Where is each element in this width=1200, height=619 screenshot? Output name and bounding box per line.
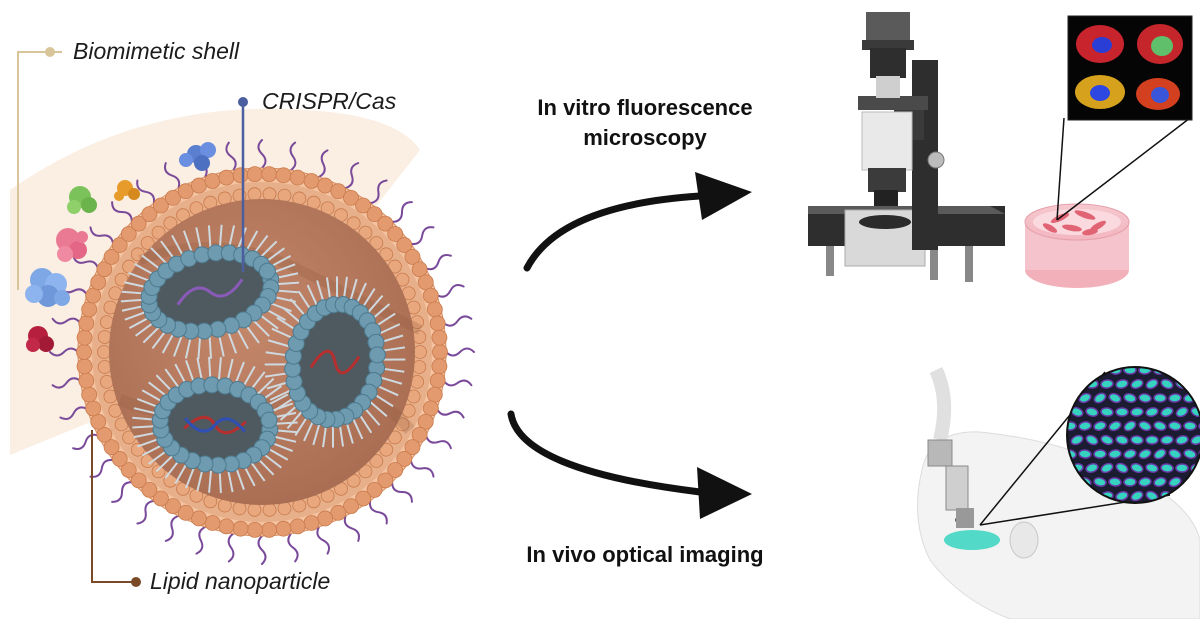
lnp-leader-line xyxy=(91,430,141,587)
protein-icon xyxy=(25,142,216,352)
in-vitro-line2: microscopy xyxy=(583,125,707,150)
crispr-cas-label: CRISPR/Cas xyxy=(262,88,397,114)
rna-strand-icon xyxy=(176,278,244,306)
in-vitro-label: In vitro fluorescence microscopy xyxy=(470,93,820,153)
lipid-nanoparticle-icon xyxy=(49,139,475,565)
peg-chains xyxy=(49,139,475,565)
rna-strand-icon xyxy=(309,349,361,375)
microscope-icon xyxy=(808,12,1005,282)
micelle-icon xyxy=(120,224,406,494)
petri-dish-icon xyxy=(1024,117,1191,288)
lipid-nanoparticle-label: Lipid nanoparticle xyxy=(150,568,331,594)
arrow-right-icon xyxy=(507,410,752,519)
tissue-magnification-icon xyxy=(979,366,1200,526)
crispr-leader-line xyxy=(238,97,248,272)
shell-leader-line xyxy=(17,47,62,290)
arrow-right-icon xyxy=(523,172,752,272)
cell-fluorescence-icon xyxy=(1067,15,1193,121)
optical-fiber-icon xyxy=(927,367,1000,550)
in-vitro-line1: In vitro fluorescence xyxy=(537,95,753,120)
biomimetic-shell-label: Biomimetic shell xyxy=(73,38,240,64)
in-vivo-label: In vivo optical imaging xyxy=(526,542,764,567)
